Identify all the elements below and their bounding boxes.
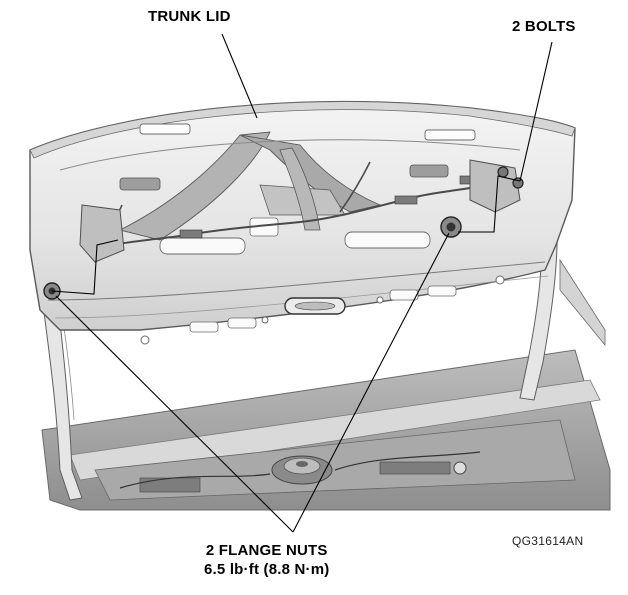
torque-spec-text: 6.5 lb·ft (8.8 N·m) bbox=[204, 561, 330, 578]
leader-left-bracket bbox=[51, 239, 119, 295]
figure-code: QG31614AN bbox=[512, 534, 584, 548]
bolts-label: 2 BOLTS bbox=[512, 18, 576, 35]
flange-nuts-label: 2 FLANGE NUTS 6.5 lb·ft (8.8 N·m) bbox=[204, 541, 329, 579]
leader-bolts bbox=[519, 41, 553, 182]
leader-nut-right bbox=[292, 232, 450, 533]
trunk-lid-label: TRUNK LID bbox=[148, 8, 231, 25]
leader-lines bbox=[51, 33, 553, 533]
trunk-lid-panel bbox=[29, 100, 576, 345]
right-flange-nut bbox=[440, 216, 462, 238]
vehicle-body bbox=[41, 349, 611, 511]
flange-nuts-text: 2 FLANGE NUTS bbox=[205, 542, 328, 559]
leader-bolt-bracket bbox=[458, 175, 521, 233]
leader-trunk-lid bbox=[221, 33, 258, 119]
leader-nut-left bbox=[55, 295, 294, 533]
